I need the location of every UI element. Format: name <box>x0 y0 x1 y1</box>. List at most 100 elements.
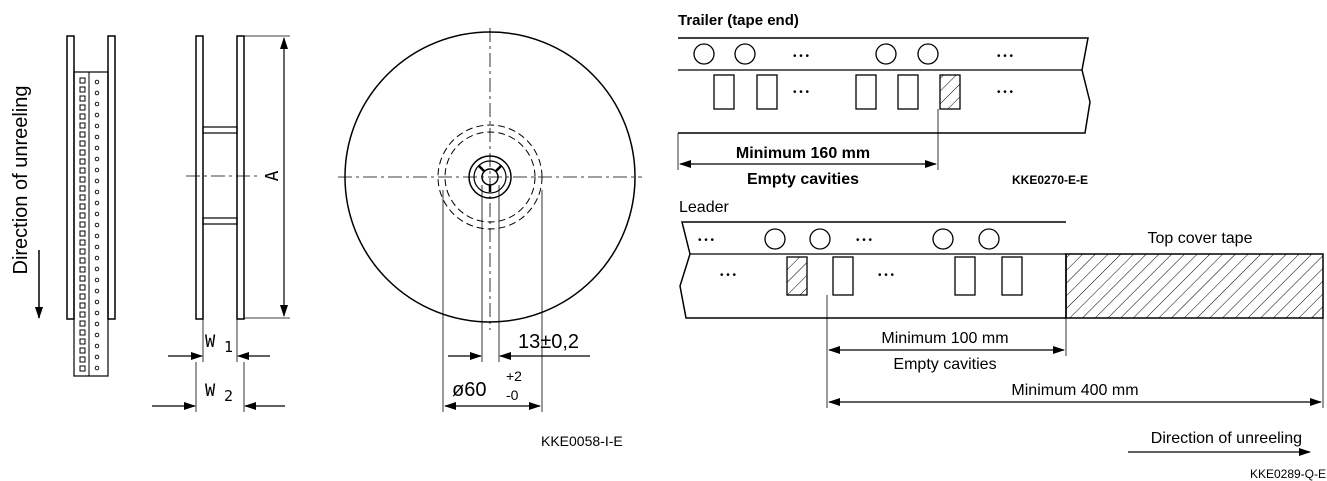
tape-sprocket-holes <box>94 79 100 371</box>
tape-cavity <box>79 293 86 300</box>
sprocket-hole <box>94 200 100 206</box>
tape-cavity <box>79 77 86 84</box>
sprocket-hole <box>94 233 100 239</box>
sprocket-hole <box>94 189 100 195</box>
dim-w2-sub: 2 <box>224 387 233 405</box>
trailer-title: Trailer (tape end) <box>678 12 799 29</box>
tape-cavity <box>79 167 86 174</box>
tape-cavity <box>79 239 86 246</box>
sprocket-hole <box>94 167 100 173</box>
reel-drawing-code: KKE0058-I-E <box>541 433 623 449</box>
leader-cavity <box>1001 256 1023 296</box>
trailer-cavity <box>756 74 778 110</box>
tape-cavity <box>79 230 86 237</box>
tape-cavity <box>79 311 86 318</box>
dim-w2-label: W <box>205 381 216 401</box>
trailer-cavity <box>713 74 735 110</box>
dia-dim-tol-minus: -0 <box>506 387 519 403</box>
leader-cavity <box>832 256 854 296</box>
dia-dim-tol-plus: +2 <box>506 368 522 384</box>
tape-cavities <box>79 77 86 372</box>
sprocket-hole <box>94 244 100 250</box>
leader-min400-label: Minimum 400 mm <box>1011 382 1138 399</box>
dim-w1-sub: 1 <box>224 338 233 356</box>
sprocket-hole <box>94 343 100 349</box>
sprocket-hole <box>94 178 100 184</box>
direction-label: Direction of unreeling <box>10 86 32 275</box>
leader-empty-label: Empty cavities <box>893 356 996 373</box>
leader-hole <box>978 228 1000 250</box>
tape-cavity <box>79 212 86 219</box>
sprocket-hole <box>94 354 100 360</box>
tape-cavity <box>79 302 86 309</box>
sprocket-hole <box>94 145 100 151</box>
sprocket-hole <box>94 332 100 338</box>
sprocket-hole <box>94 288 100 294</box>
edge-hub-bottom <box>202 217 238 225</box>
leader-tape-outline <box>679 221 1066 319</box>
reel-edge-view: A W 1 W 2 <box>152 35 290 412</box>
reel-flange-right <box>107 35 116 320</box>
leader-cavity <box>954 256 976 296</box>
tape-cavity <box>79 266 86 273</box>
trailer-drawing-code: KKE0270-E-E <box>1012 173 1088 187</box>
edge-hub-top <box>202 126 238 134</box>
dia-dim-main: ø60 <box>452 379 486 401</box>
tape-cavity <box>79 356 86 363</box>
tape-cavity <box>79 275 86 282</box>
tape-cavity <box>79 257 86 264</box>
trailer-cavity <box>897 74 919 110</box>
sprocket-hole <box>94 266 100 272</box>
tape-cavity <box>79 203 86 210</box>
trailer-hole <box>693 43 715 65</box>
tape-cavity <box>79 185 86 192</box>
leader-drawing-code: KKE0289-Q-E <box>1250 467 1326 481</box>
leader-dots: • • • <box>878 270 895 281</box>
trailer-empty-label: Empty cavities <box>747 171 859 188</box>
trailer-hole <box>875 43 897 65</box>
tape-cavity <box>79 140 86 147</box>
sprocket-hole <box>94 134 100 140</box>
cover-tape-label: Top cover tape <box>1148 230 1253 247</box>
dim-w1-label: W <box>205 332 216 352</box>
tape-strip <box>73 71 109 377</box>
trailer-dots: • • • <box>793 87 810 98</box>
sprocket-hole <box>94 90 100 96</box>
tape-cavity <box>79 95 86 102</box>
trailer-filled-cavity <box>939 74 961 110</box>
tape-cavity <box>79 113 86 120</box>
leader-diagram: Leader Top cover tape • • • • • • • • • … <box>679 199 1326 481</box>
tape-cavity <box>79 338 86 345</box>
dim-a-label: A <box>262 170 283 181</box>
hub-dim-label: 13±0,2 <box>518 331 579 353</box>
trailer-hole <box>734 43 756 65</box>
trailer-min-label: Minimum 160 mm <box>736 145 870 162</box>
tape-cavity <box>79 248 86 255</box>
trailer-diagram: Trailer (tape end) • • • • • • • • • • •… <box>677 12 1091 188</box>
sprocket-hole <box>94 299 100 305</box>
edge-flange-left <box>195 35 204 320</box>
sprocket-hole <box>94 277 100 283</box>
tape-cavity <box>79 149 86 156</box>
tape-cavity <box>79 104 86 111</box>
trailer-tape-outline <box>678 37 1091 134</box>
reel-side-view: Direction of unreeling <box>10 35 116 377</box>
sprocket-hole <box>94 156 100 162</box>
tape-cavity <box>79 221 86 228</box>
reel-face-view: 13±0,2 ø60 +2 -0 KKE0058-I-E <box>338 28 642 449</box>
sprocket-hole <box>94 79 100 85</box>
edge-flange-right <box>236 35 245 320</box>
tape-cavity <box>79 329 86 336</box>
tape-cavity <box>79 194 86 201</box>
leader-dots: • • • <box>720 270 737 281</box>
tape-cavity <box>79 158 86 165</box>
sprocket-hole <box>94 255 100 261</box>
leader-min100-label: Minimum 100 mm <box>881 330 1008 347</box>
trailer-dots: • • • <box>997 87 1014 98</box>
sprocket-hole <box>94 101 100 107</box>
leader-direction-label: Direction of unreeling <box>1151 430 1302 447</box>
tape-cavity <box>79 176 86 183</box>
reel-flange-left <box>66 35 75 320</box>
leader-dots: • • • <box>698 235 715 246</box>
